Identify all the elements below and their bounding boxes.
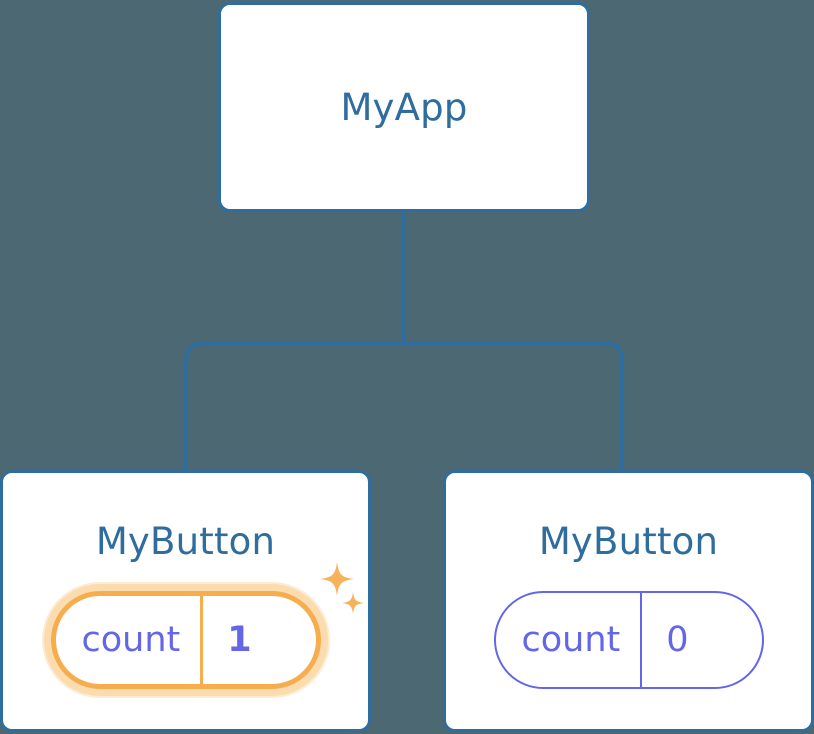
node-title-child-1: MyButton <box>95 520 276 563</box>
state-pill-child-1[interactable]: count 1 <box>50 591 321 689</box>
connector-branch-bar <box>184 341 624 470</box>
node-card-child-2[interactable]: MyButton count 0 <box>443 470 814 732</box>
node-title-root: MyApp <box>340 86 468 129</box>
state-value-child-1: 1 <box>200 596 275 684</box>
state-key-child-1: count <box>81 619 181 660</box>
node-title-child-2: MyButton <box>538 520 719 563</box>
state-pill-child-2[interactable]: count 0 <box>493 591 764 689</box>
state-pill-wrapper-child-2: count 0 <box>493 591 764 689</box>
node-card-child-1[interactable]: MyButton count 1 <box>0 470 371 732</box>
node-card-root[interactable]: MyApp <box>218 2 590 212</box>
state-pill-wrapper-child-1: count 1 <box>50 591 321 689</box>
state-key-child-2: count <box>521 619 621 660</box>
state-value-child-2: 0 <box>640 593 712 687</box>
